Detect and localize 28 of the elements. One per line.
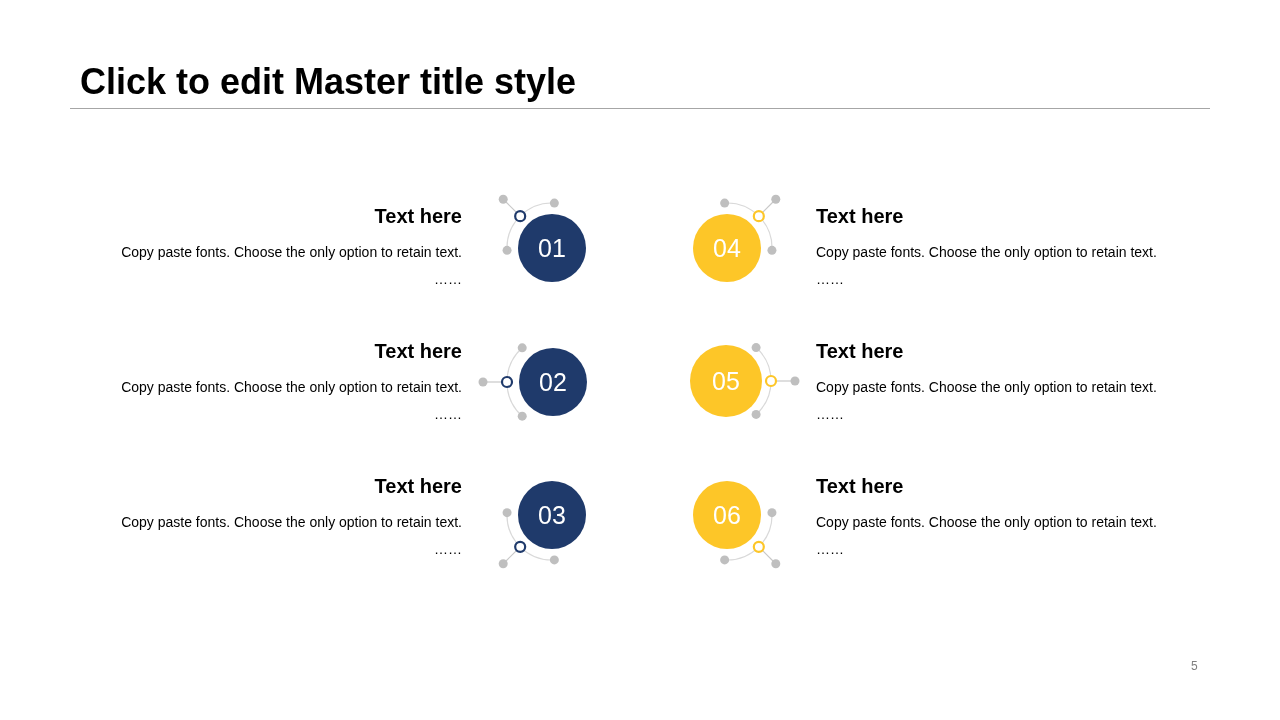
ellipsis-text: ……: [816, 540, 844, 558]
item-heading: Text here: [374, 339, 462, 363]
ellipsis-text: ……: [434, 270, 462, 288]
item-description: Copy paste fonts. Choose the only option to retain text.: [816, 513, 1157, 531]
item-heading: Text here: [816, 339, 904, 363]
item-heading: Text here: [374, 204, 462, 228]
step-number: 05: [712, 367, 740, 395]
item-description: Copy paste fonts. Choose the only option to retain text.: [816, 243, 1157, 261]
item-heading: Text here: [816, 474, 904, 498]
ellipsis-text: ……: [816, 270, 844, 288]
item-description: Copy paste fonts. Choose the only option to retain text.: [121, 513, 462, 531]
item-description: Copy paste fonts. Choose the only option to retain text.: [121, 378, 462, 396]
item-description: Copy paste fonts. Choose the only option to retain text.: [816, 378, 1157, 396]
number-circle: [690, 345, 762, 417]
step-number: 03: [538, 501, 566, 529]
slide-title: Click to edit Master title style: [80, 60, 577, 104]
item-description: Copy paste fonts. Choose the only option to retain text.: [121, 243, 462, 261]
ellipsis-text: ……: [816, 405, 844, 423]
item-heading: Text here: [816, 204, 904, 228]
item-heading: Text here: [374, 474, 462, 498]
step-number: 04: [713, 234, 741, 262]
ellipsis-text: ……: [434, 540, 462, 558]
ellipsis-text: ……: [434, 405, 462, 423]
step-number: 02: [539, 368, 567, 396]
step-number: 06: [713, 501, 741, 529]
number-circle: [519, 348, 587, 416]
step-number: 01: [538, 234, 566, 262]
page-number: 5: [1191, 659, 1198, 673]
